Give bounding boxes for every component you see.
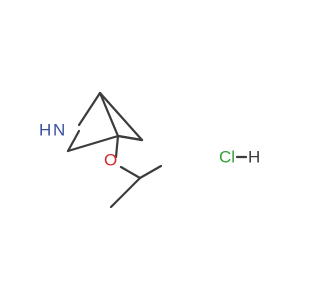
bond-bridgehead-top bbox=[98, 91, 144, 142]
chlorine-atom-label: Cl bbox=[219, 148, 235, 167]
bond-top-bridgehead-right bbox=[98, 91, 120, 138]
molecule-structure-diagram: H N O Cl H bbox=[39, 91, 260, 209]
bond-n-bridgehead bbox=[77, 91, 102, 127]
bond-quaternary-oxygen bbox=[114, 134, 120, 159]
bond-isopropyl-methyl-down bbox=[109, 176, 142, 209]
bond-ch2-quaternary bbox=[66, 134, 120, 153]
hydrogen-on-nitrogen-label: H bbox=[39, 121, 51, 140]
bond-isopropyl-methyl-right bbox=[138, 164, 163, 180]
nitrogen-atom-label: N bbox=[53, 121, 65, 140]
bond-quaternary-bridge bbox=[116, 134, 144, 142]
bond-oxygen-isopropyl bbox=[119, 165, 142, 180]
oxygen-atom-label: O bbox=[104, 151, 117, 170]
hydrogen-atom-label: H bbox=[248, 148, 260, 167]
bond-n-ch2 bbox=[66, 129, 81, 153]
